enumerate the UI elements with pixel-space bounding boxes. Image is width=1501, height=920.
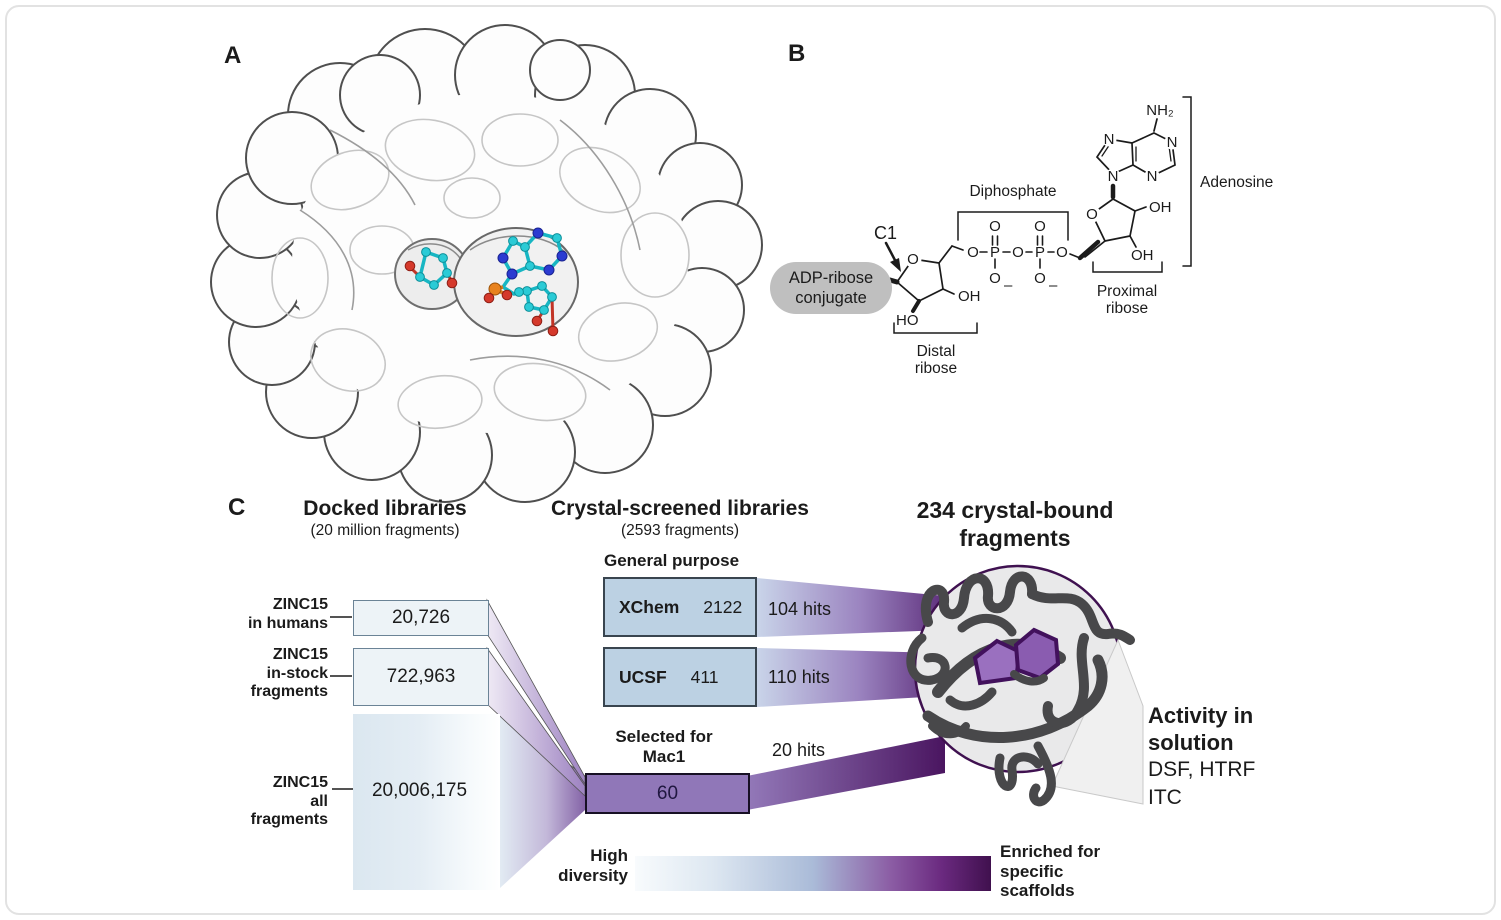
crystal-screened-header: Crystal-screened libraries (2593 fragmen…	[535, 496, 825, 541]
zinc-label-all: ZINC15 all fragments	[250, 774, 328, 828]
proximal-label: ribose	[1106, 300, 1148, 317]
adenosine-label: Adenosine	[1200, 174, 1273, 191]
pill-line: conjugate	[795, 289, 867, 307]
funnel-all-fragments	[500, 714, 585, 888]
atom-n: N	[1108, 168, 1119, 185]
atom-n: N	[1167, 134, 1178, 151]
count-box-in-humans: 20,726	[353, 600, 489, 636]
atom-o: O	[967, 244, 979, 261]
enriched-scaffolds-label: Enriched for specific scaffolds	[1000, 842, 1101, 900]
atom-o: O	[1012, 244, 1024, 261]
diphosphate-label: Diphosphate	[969, 183, 1056, 200]
hit-wedge-xchem	[757, 578, 945, 637]
panel-c-label: C	[228, 494, 246, 521]
hits-mac1: 20 hits	[772, 740, 826, 760]
charge-minus: –	[1004, 277, 1013, 294]
atom-oh: OH	[1149, 199, 1172, 216]
selected-for-mac1-label: Selected for Mac1	[615, 727, 713, 766]
hit-wedge-mac1	[747, 736, 945, 810]
count-box-all: 20,006,175	[353, 714, 500, 890]
diphosphate-bracket	[957, 211, 1069, 241]
distal-label: ribose	[915, 360, 957, 377]
atom-oh: OH	[958, 288, 981, 305]
chem-structure: O OH HO C1 O P	[874, 96, 1273, 377]
distal-bracket	[893, 322, 978, 334]
proximal-bracket	[1092, 261, 1163, 273]
protein-surface	[210, 24, 763, 503]
adenosine-bracket	[1182, 96, 1192, 267]
activity-in-solution-block: Activity in solution DSF, HTRF ITC	[1148, 703, 1256, 809]
atom-o: O	[1034, 270, 1046, 287]
protein-ribbon	[1010, 670, 1048, 686]
hits-xchem: 104 hits	[768, 599, 832, 619]
ribose-distal	[887, 245, 964, 313]
atom-n: N	[1147, 168, 1158, 185]
ligand-fragment	[404, 247, 458, 290]
hit-wedges	[747, 578, 945, 810]
diphosphate-chain	[979, 235, 1101, 269]
pill-line: ADP-ribose	[788, 269, 874, 287]
library-box-ucsf: UCSF 411	[603, 647, 757, 707]
atom-o: O	[989, 218, 1001, 235]
crystal-title: Crystal-screened libraries	[551, 497, 809, 520]
protein-ribbon	[906, 571, 1135, 807]
atom-nh2: NH₂	[1146, 102, 1174, 119]
bound-fragment-hexagon	[1013, 627, 1061, 681]
hit-wedge-ucsf	[757, 648, 942, 707]
distal-label: Distal	[917, 343, 956, 360]
c1-label: C1	[874, 223, 897, 243]
crystal-bound-title: 234 crystal-bound fragments	[916, 497, 1114, 551]
atom-o: O	[989, 270, 1001, 287]
proximal-label: Proximal	[1097, 283, 1157, 300]
hits-ucsf: 110 hits	[768, 667, 830, 687]
atom-n: N	[1104, 131, 1115, 148]
ribose-proximal	[1084, 183, 1147, 258]
atom-o: O	[907, 251, 919, 268]
atom-o: O	[1056, 244, 1068, 261]
selected-count-box: 60	[585, 773, 750, 814]
panel-a-label: A	[224, 42, 242, 69]
adp-ribose-conjugate-pill: ADP-ribose conjugate	[770, 262, 892, 314]
docked-libraries-header: Docked libraries (20 million fragments)	[262, 496, 508, 541]
high-diversity-label: High diversity	[558, 846, 628, 885]
crystal-subtitle: (2593 fragments)	[620, 522, 740, 539]
surface-texture	[271, 113, 690, 430]
crystal-circle	[906, 564, 1144, 807]
atom-ho: HO	[896, 312, 919, 329]
c1-arrow	[884, 241, 901, 272]
general-purpose-label: General purpose	[604, 551, 740, 570]
callout-wedge	[1051, 638, 1144, 805]
atom-oh: OH	[1131, 247, 1154, 264]
count-box-in-stock: 722,963	[353, 648, 489, 706]
library-box-xchem: XChem 2122	[603, 577, 757, 637]
atom-o: O	[1034, 218, 1046, 235]
docked-subtitle: (20 million fragments)	[310, 522, 460, 539]
zinc-label-in-stock: ZINC15 in-stock fragments	[250, 646, 328, 700]
charge-minus: –	[1049, 277, 1058, 294]
diversity-gradient-bar	[635, 856, 991, 891]
ligand-adp	[483, 227, 568, 337]
panel-b-label: B	[788, 40, 806, 67]
surface-creases	[299, 119, 641, 391]
zinc-label-in-humans: ZINC15 in humans	[247, 596, 328, 632]
atom-p: P	[990, 244, 1000, 261]
docked-title: Docked libraries	[303, 497, 467, 520]
atom-p: P	[1035, 244, 1045, 261]
atom-o: O	[1086, 206, 1098, 223]
